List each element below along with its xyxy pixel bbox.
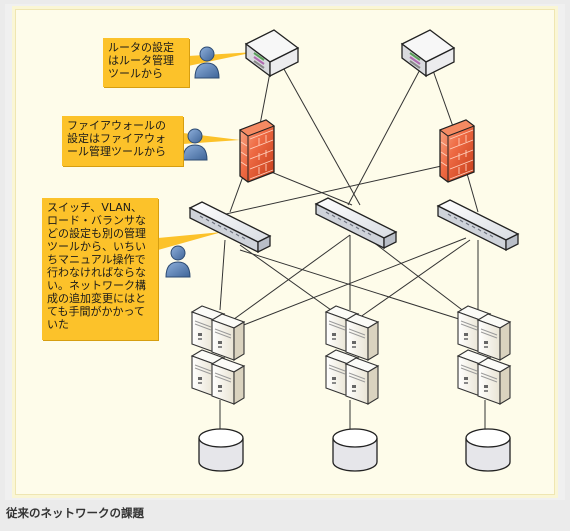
storage-icon: [465, 428, 511, 472]
firewall-callout: ファイアウォールの 設定はファイアウォ ール管理ツールから: [62, 116, 183, 166]
switch-icon: [189, 201, 271, 253]
switch-icon: [315, 197, 397, 249]
storage-icon: [198, 428, 244, 472]
server-icon: [192, 306, 244, 404]
firewall-icon: [239, 119, 275, 183]
router-icon: [245, 29, 299, 77]
figure-caption: 従来のネットワークの課題: [6, 506, 144, 520]
firewall-icon: [439, 119, 475, 183]
server-icon: [326, 306, 378, 404]
server-icon: [458, 306, 510, 404]
router-callout: ルータの設定 はルータ管理 ツールから: [103, 38, 189, 87]
storage-icon: [332, 428, 378, 472]
switch-callout: スイッチ、VLAN、 ロード・バランサな どの設定も別の管理 ツールから、いちい…: [42, 198, 158, 340]
person-icon: [165, 245, 191, 278]
router-icon: [401, 29, 455, 77]
